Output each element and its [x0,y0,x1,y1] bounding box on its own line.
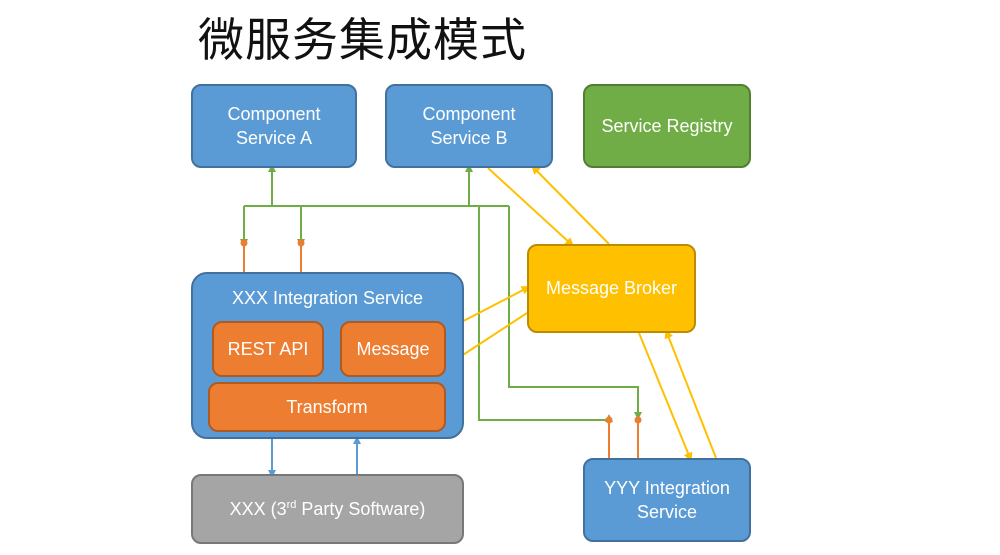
component-service-b-line2: Service B [430,128,508,148]
xxx-integration-service-label: XXX Integration Service [231,288,424,308]
rest-api-label: REST API [227,338,309,359]
rest-api[interactable]: REST API [212,321,324,377]
xxx-3rd-party-label: XXX (3rd Party Software) [229,498,426,519]
message-broker-label: Message Broker [545,278,678,299]
service-registry-label: Service Registry [601,115,733,136]
component-service-a-line1: Component [227,103,321,124]
yyy-integration-line1: YYY Integration [604,477,730,498]
blue-connectors [268,436,361,478]
yellow-connectors [442,165,717,462]
transform[interactable]: Transform [208,382,446,432]
message-broker[interactable]: Message Broker [527,244,696,333]
message-label: Message [356,338,430,359]
xxx-3rd-party-software[interactable]: XXX (3rd Party Software) [191,474,464,544]
message-component[interactable]: Message [340,321,446,377]
transform-label: Transform [286,396,368,417]
service-registry[interactable]: Service Registry [583,84,751,168]
component-service-a-line2: Service A [235,128,313,148]
yyy-integration-line2: Service [636,502,697,522]
component-service-b[interactable]: Component Service B [385,84,553,168]
component-service-b-line1: Component [422,103,516,124]
yyy-integration-service[interactable]: YYY Integration Service [583,458,751,542]
component-service-a[interactable]: Component Service A [191,84,357,168]
page-title: 微服务集成模式 [198,13,527,67]
